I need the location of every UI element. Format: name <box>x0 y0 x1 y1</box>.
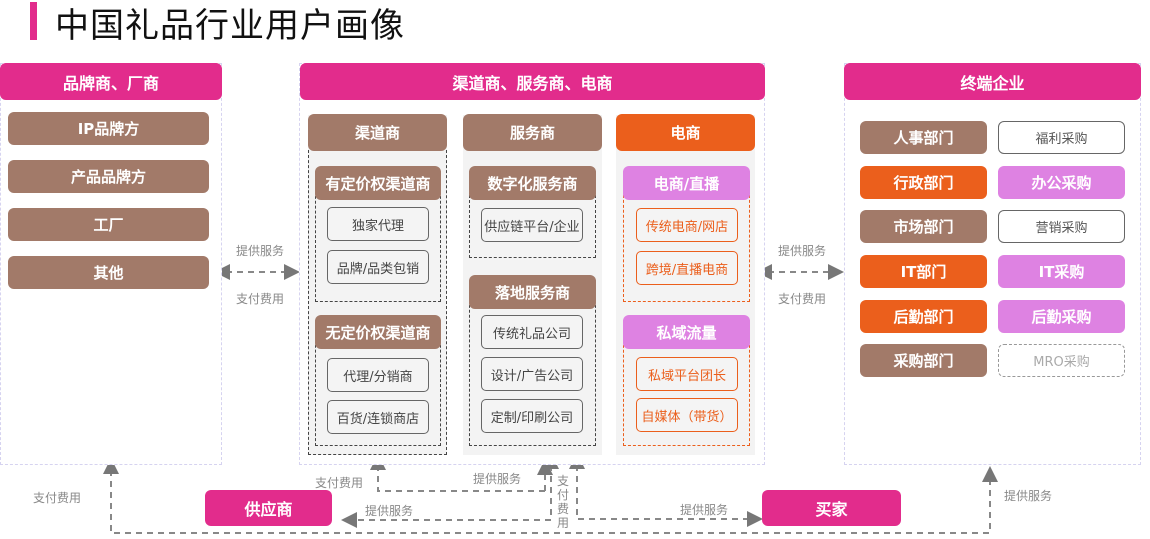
ecommerce-item[interactable]: 传统电商/网店 <box>636 208 738 242</box>
purchase-item[interactable]: 营销采购 <box>998 210 1125 243</box>
service-item[interactable]: 供应链平台/企业 <box>481 208 583 242</box>
service-item[interactable]: 设计/广告公司 <box>481 357 583 391</box>
title-accent-bar <box>30 2 37 40</box>
supplier-button[interactable]: 供应商 <box>205 490 332 526</box>
brand-item[interactable]: 产品品牌方 <box>8 160 209 193</box>
ecommerce-group-box <box>623 335 750 446</box>
channel-panel-header: 渠道商、服务商、电商 <box>300 63 765 100</box>
service-group-box <box>469 295 596 446</box>
arrow-to-buyer <box>569 453 763 527</box>
channel-item[interactable]: 代理/分销商 <box>327 358 429 392</box>
label-pay-fee: 支付费用 <box>315 476 364 490</box>
purchase-item[interactable]: 福利采购 <box>998 121 1125 154</box>
ecommerce-group-title: 私域流量 <box>623 315 750 349</box>
page-title: 中国礼品行业用户画像 <box>55 6 405 46</box>
label-provide-service: 提供服务 <box>778 244 827 258</box>
enterprise-panel-header: 终端企业 <box>844 63 1141 100</box>
ecommerce-group-title: 电商/直播 <box>623 166 750 200</box>
purchase-item[interactable]: MRO采购 <box>998 344 1125 377</box>
service-group-box <box>469 185 596 258</box>
purchase-item[interactable]: 办公采购 <box>998 166 1125 199</box>
channel-item[interactable]: 百货/连锁商店 <box>327 400 429 434</box>
label-pay-fee: 支付费用 <box>778 292 827 306</box>
purchase-item[interactable]: 后勤采购 <box>998 300 1125 333</box>
label-provide-service: 提供服务 <box>365 504 414 518</box>
label-provide-service: 提供服务 <box>236 244 285 258</box>
service-item[interactable]: 定制/印刷公司 <box>481 399 583 433</box>
channel-group-box <box>315 330 441 446</box>
service-group-title: 数字化服务商 <box>469 166 596 200</box>
brand-item[interactable]: 其他 <box>8 256 209 289</box>
channel-group-box <box>315 186 441 302</box>
label-pay-fee: 支付费用 <box>33 491 82 505</box>
ecommerce-item[interactable]: 跨境/直播电商 <box>636 251 738 285</box>
dept-item[interactable]: 采购部门 <box>860 344 987 377</box>
brand-item[interactable]: IP品牌方 <box>8 112 209 145</box>
label-provide-service: 提供服务 <box>1004 489 1053 503</box>
channel-dashed-outer <box>308 150 447 455</box>
service-column-header: 服务商 <box>463 114 602 151</box>
channel-item[interactable]: 品牌/品类包销 <box>327 250 429 284</box>
ecommerce-item[interactable]: 自媒体（带货） <box>636 398 738 432</box>
ecommerce-column-header: 电商 <box>616 114 755 151</box>
channel-column-header: 渠道商 <box>308 114 447 151</box>
service-item[interactable]: 传统礼品公司 <box>481 315 583 349</box>
label-provide-service: 提供服务 <box>473 472 522 486</box>
label-provide-service: 提供服务 <box>680 503 729 517</box>
dept-item[interactable]: IT部门 <box>860 255 987 288</box>
label-pay-fee-vertical: 支付费用 <box>556 474 569 530</box>
ecommerce-group-box <box>623 185 750 302</box>
dept-item[interactable]: 市场部门 <box>860 210 987 243</box>
dept-item[interactable]: 人事部门 <box>860 121 987 154</box>
label-pay-fee: 支付费用 <box>236 292 285 306</box>
buyer-button[interactable]: 买家 <box>762 490 901 526</box>
ecommerce-item[interactable]: 私域平台团长 <box>636 357 738 391</box>
channel-group-title: 无定价权渠道商 <box>315 315 441 349</box>
brand-item[interactable]: 工厂 <box>8 208 209 241</box>
service-group-title: 落地服务商 <box>469 275 596 309</box>
channel-item[interactable]: 独家代理 <box>327 207 429 241</box>
brand-panel-header: 品牌商、厂商 <box>0 63 222 100</box>
dept-item[interactable]: 后勤部门 <box>860 300 987 333</box>
channel-group-title: 有定价权渠道商 <box>315 166 441 200</box>
dept-item[interactable]: 行政部门 <box>860 166 987 199</box>
purchase-item[interactable]: IT采购 <box>998 255 1125 288</box>
